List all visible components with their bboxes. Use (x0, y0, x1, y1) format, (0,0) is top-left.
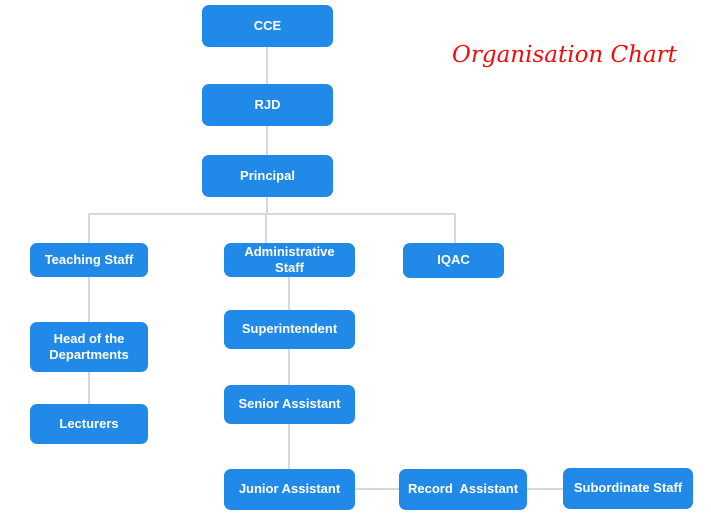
org-node-superintendent: Superintendent (224, 310, 355, 349)
connector-hod-lecturers (88, 372, 90, 404)
connector-rjd-principal (266, 126, 268, 155)
connector-admin-superintendent (288, 277, 290, 310)
connector-senior-junior (288, 424, 290, 469)
connector-junior-record (355, 488, 399, 490)
connector-drop-administrative-staff (265, 214, 267, 243)
connector-teaching-hod (88, 277, 90, 322)
org-node-iqac: IQAC (403, 243, 504, 278)
org-node-rjd: RJD (202, 84, 333, 126)
chart-title: Organisation Chart (452, 42, 677, 68)
connector-drop-teaching-staff (88, 214, 90, 243)
connector-record-subordinate (527, 488, 563, 490)
org-node-lecturers: Lecturers (30, 404, 148, 444)
org-node-principal: Principal (202, 155, 333, 197)
org-node-administrative-staff: Administrative Staff (224, 243, 355, 277)
connector-cce-rjd (266, 47, 268, 84)
connector-drop-iqac (454, 214, 456, 243)
org-node-teaching-staff: Teaching Staff (30, 243, 148, 277)
connector-principal-stem (266, 197, 268, 214)
org-node-senior-assistant: Senior Assistant (224, 385, 355, 424)
org-node-record-assistant: Record Assistant (399, 469, 527, 510)
connector-branch-horizontal (88, 213, 456, 215)
org-node-junior-assistant: Junior Assistant (224, 469, 355, 510)
connector-superintendent-senior (288, 349, 290, 385)
org-node-subordinate-staff: Subordinate Staff (563, 468, 693, 509)
org-node-cce: CCE (202, 5, 333, 47)
org-node-head-of-departments: Head of the Departments (30, 322, 148, 372)
